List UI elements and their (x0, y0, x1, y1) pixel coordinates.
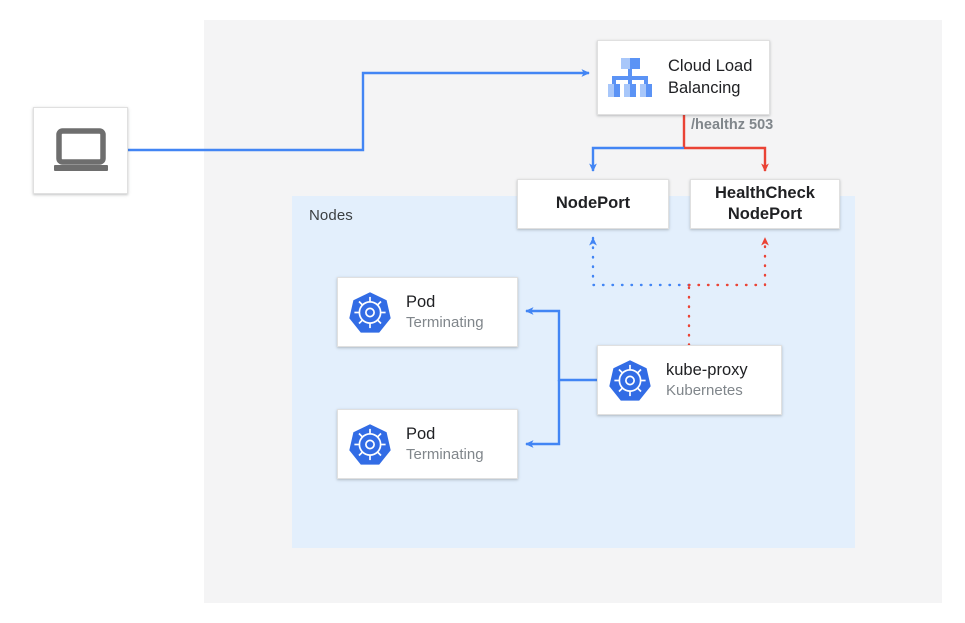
pod-box-2[interactable]: Pod Terminating (337, 409, 518, 479)
pod-2-text: Pod Terminating (406, 424, 484, 464)
kube-proxy-subtitle: Kubernetes (666, 381, 743, 399)
kubernetes-icon (348, 422, 392, 466)
cloud-load-balancing-box[interactable]: Cloud Load Balancing (597, 40, 770, 115)
pod-1-title: Pod (406, 292, 436, 311)
cloud-load-balancing-icon (606, 55, 654, 101)
pod-box-1[interactable]: Pod Terminating (337, 277, 518, 347)
cloud-load-balancing-title: Cloud Load (668, 57, 753, 76)
pod-2-status: Terminating (406, 445, 484, 463)
kube-proxy-title: kube-proxy (666, 360, 748, 379)
pod-1-text: Pod Terminating (406, 292, 484, 332)
healthz-edge-label: /healthz 503 (691, 117, 774, 133)
healthcheck-nodeport-text: HealthCheck NodePort (715, 183, 815, 226)
nodeport-box[interactable]: NodePort (517, 179, 669, 229)
pod-2-title: Pod (406, 424, 436, 443)
kubernetes-icon (608, 358, 652, 402)
healthcheck-nodeport-line2: NodePort (727, 205, 803, 223)
pod-1-status: Terminating (406, 313, 484, 331)
kubernetes-icon (348, 290, 392, 334)
healthcheck-nodeport-line1: HealthCheck (715, 183, 815, 202)
kube-proxy-box[interactable]: kube-proxy Kubernetes (597, 345, 782, 415)
cloud-load-balancing-subtitle: Balancing (668, 78, 741, 97)
nodeport-label: NodePort (555, 194, 631, 213)
laptop-icon (52, 127, 110, 174)
client-laptop-box[interactable] (33, 107, 128, 194)
nodes-group-label: Nodes (309, 207, 353, 224)
kube-proxy-text: kube-proxy Kubernetes (666, 360, 748, 400)
cloud-load-balancing-text: Cloud Load Balancing (668, 56, 752, 98)
healthcheck-nodeport-box[interactable]: HealthCheck NodePort (690, 179, 840, 229)
